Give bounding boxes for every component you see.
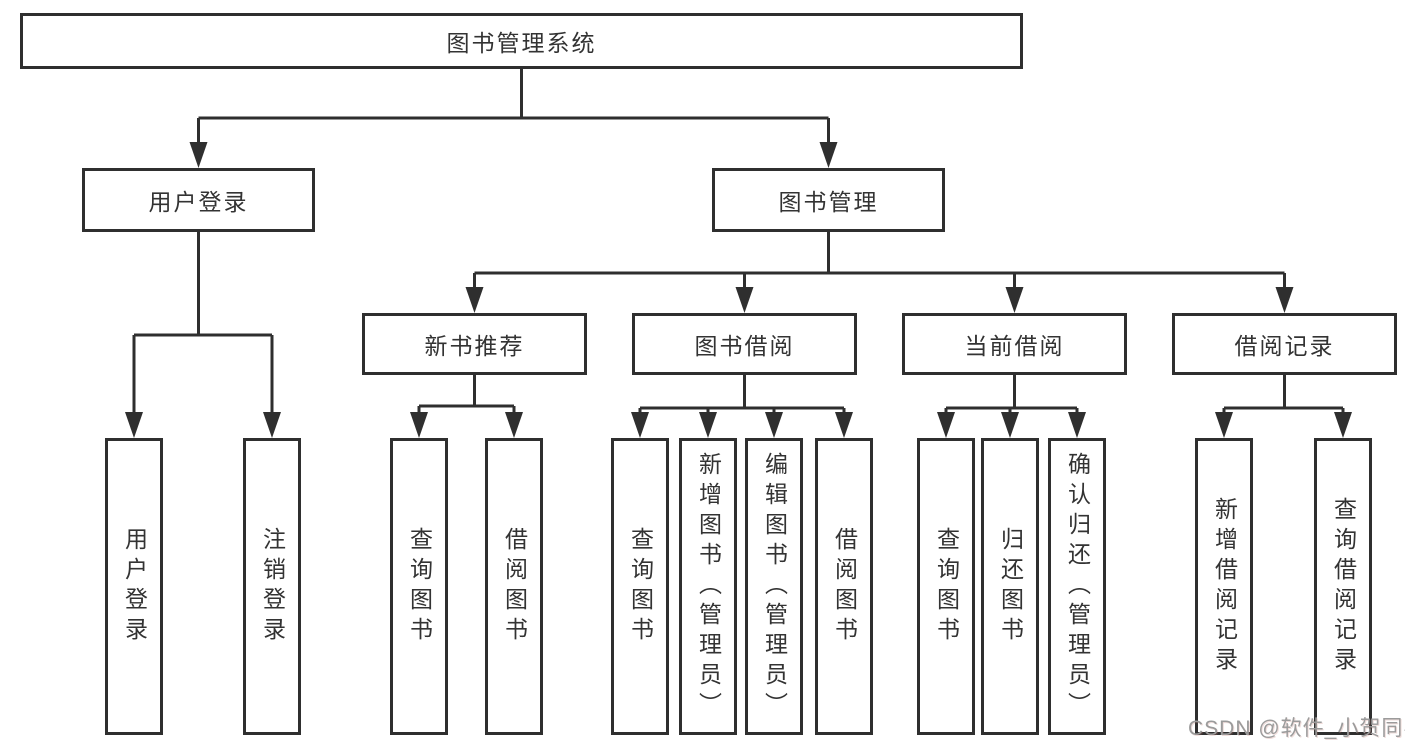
node-new-book-recommend: 新书推荐 [362, 313, 587, 375]
leaf-newbook-query-book-label: 查询图书 [406, 526, 433, 647]
leaf-borrow-edit-book-admin: 编辑图书（管理员） [745, 438, 803, 735]
arrow-down-icon [1068, 412, 1086, 438]
leaf-user-login-label: 用户登录 [121, 526, 148, 647]
arrow-down-icon [937, 412, 955, 438]
node-root-label: 图书管理系统 [446, 30, 597, 56]
leaf-record-add: 新增借阅记录 [1195, 438, 1253, 735]
arrow-down-icon [735, 287, 754, 313]
node-book-management-label: 图书管理 [778, 189, 879, 215]
node-book-borrow-label: 图书借阅 [694, 333, 795, 359]
node-borrow-records-label: 借阅记录 [1234, 333, 1335, 359]
leaf-current-confirm-return-admin-label: 确认归还（管理员） [1064, 451, 1091, 722]
arrow-down-icon [189, 142, 208, 168]
leaf-current-return-book: 归还图书 [981, 438, 1039, 735]
arrow-down-icon [1001, 412, 1019, 438]
leaf-borrow-query-book: 查询图书 [611, 438, 669, 735]
node-current-borrow: 当前借阅 [902, 313, 1127, 375]
leaf-current-confirm-return-admin: 确认归还（管理员） [1048, 438, 1106, 735]
node-user-login-label: 用户登录 [148, 189, 249, 215]
arrow-down-icon [699, 412, 717, 438]
node-current-borrow-label: 当前借阅 [964, 333, 1065, 359]
arrow-down-icon [631, 412, 649, 438]
leaf-borrow-add-book-admin: 新增图书（管理员） [679, 438, 737, 735]
arrow-down-icon [263, 412, 281, 438]
arrow-down-icon [1275, 287, 1294, 313]
leaf-logout-label: 注销登录 [259, 526, 286, 647]
arrow-down-icon [505, 412, 523, 438]
leaf-record-query-label: 查询借阅记录 [1330, 496, 1357, 677]
arrow-down-icon [1215, 412, 1233, 438]
leaf-current-query-book: 查询图书 [917, 438, 975, 735]
leaf-borrow-borrow-book-label: 借阅图书 [831, 526, 858, 647]
leaf-current-return-book-label: 归还图书 [997, 526, 1024, 647]
leaf-borrow-edit-book-admin-label: 编辑图书（管理员） [761, 451, 788, 722]
arrow-down-icon [125, 412, 143, 438]
node-book-management: 图书管理 [712, 168, 945, 232]
arrow-down-icon [1005, 287, 1024, 313]
leaf-newbook-borrow-book: 借阅图书 [485, 438, 543, 735]
node-book-borrow: 图书借阅 [632, 313, 857, 375]
leaf-borrow-add-book-admin-label: 新增图书（管理员） [695, 451, 722, 722]
leaf-borrow-query-book-label: 查询图书 [627, 526, 654, 647]
node-user-login: 用户登录 [82, 168, 315, 232]
arrow-down-icon [765, 412, 783, 438]
leaf-user-login: 用户登录 [105, 438, 163, 735]
tree-edges [132, 69, 1345, 416]
leaf-borrow-borrow-book: 借阅图书 [815, 438, 873, 735]
arrow-down-icon [410, 412, 428, 438]
node-root: 图书管理系统 [20, 13, 1023, 69]
leaf-record-query: 查询借阅记录 [1314, 438, 1372, 735]
leaf-record-add-label: 新增借阅记录 [1211, 496, 1238, 677]
leaf-logout: 注销登录 [243, 438, 301, 735]
arrowheads [125, 142, 1352, 438]
leaf-newbook-query-book: 查询图书 [390, 438, 448, 735]
arrow-down-icon [835, 412, 853, 438]
node-new-book-recommend-label: 新书推荐 [424, 333, 525, 359]
arrow-down-icon [819, 142, 838, 168]
leaf-newbook-borrow-book-label: 借阅图书 [501, 526, 528, 647]
node-borrow-records: 借阅记录 [1172, 313, 1397, 375]
arrow-down-icon [1334, 412, 1352, 438]
csdn-watermark: CSDN @软件_小贺同学 [1188, 717, 1405, 740]
leaf-current-query-book-label: 查询图书 [933, 526, 960, 647]
arrow-down-icon [465, 287, 484, 313]
